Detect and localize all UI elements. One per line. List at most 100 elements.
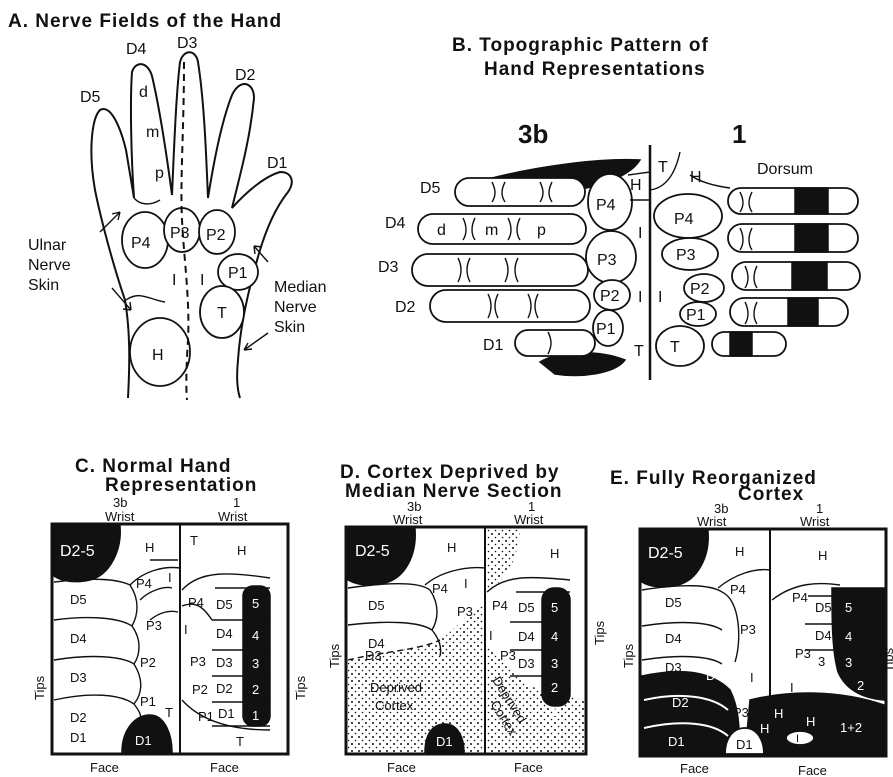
panel-e: E. Fully Reorganized Cortex 3b 1 Wrist W… [610,468,893,777]
e-label-h-b: H [774,706,783,721]
c-label-d1-3b: D1 [70,730,87,745]
label-d4-a: D4 [126,41,147,58]
d-num-2: 2 [551,680,558,695]
d-deprived-left-2: Cortex [375,698,414,713]
e-label-d3: D3 [665,660,682,675]
c-num-3: 3 [252,656,259,671]
panel-c-wrist-3b: Wrist [105,509,135,524]
d-num-4: 4 [551,629,558,644]
e-face-3b: Face [680,761,709,776]
e-i-oval [786,731,814,745]
label-p4-a: P4 [131,235,151,252]
median-line-1: Median [274,279,326,296]
c-label-t-3b: T [165,705,173,720]
e-label-h-a: H [760,721,769,736]
finger-d5-1 [728,188,858,214]
e-label-d1-oval: D1 [736,737,753,752]
c-label-p3: P3 [146,618,162,633]
c-label-d3-1: D3 [216,655,233,670]
e-label-i-1: I [790,680,794,695]
c-label-i-top: I [168,570,172,585]
label-i-lower-3b: I [638,289,642,306]
label-d3-a: D3 [177,35,198,52]
d-label-d4-1: D4 [518,629,535,644]
d-label-p4-1: P4 [492,598,508,613]
panel-b-title-line-2: Hand Representations [484,59,706,80]
label-d-segment-b: d [437,222,446,239]
e-tips-right: Tips [881,647,893,672]
dorsum-d4-1 [795,224,828,252]
label-d1-a: D1 [267,155,288,172]
c-label-p2: P2 [140,655,156,670]
dorsum-d2-1 [788,298,818,326]
label-p3-3b: P3 [597,252,617,269]
dorsum-d1-1 [730,332,752,356]
e-num-2: 2 [857,678,864,693]
c-label-d5-1: D5 [216,597,233,612]
finger-d4-1 [728,224,858,252]
ulnar-line-2: Nerve [28,257,71,274]
c-label-d3: D3 [70,670,87,685]
panel-b-area-3b: 3b [518,119,548,149]
label-p1-1: P1 [686,307,706,324]
e-tips-left: Tips [621,643,636,668]
dorsum-d5-1 [795,188,828,214]
d-num-5: 5 [551,600,558,615]
e-num-4: 4 [845,629,852,644]
median-arrow-lower [244,333,268,350]
d-label-i-3b: I [464,576,468,591]
c-label-d2-5: D2-5 [60,543,95,560]
label-i-3b: I [638,225,642,242]
c-num-1: 1 [252,708,259,723]
median-line-2: Nerve [274,299,317,316]
e-num-3-white: 3 [818,654,825,669]
panel-e-wrist-1: Wrist [800,514,830,529]
label-d2-b: D2 [395,299,416,316]
d-label-h-1: H [550,546,559,561]
label-d-segment-a: d [139,84,148,101]
d-label-i-1: I [489,628,493,643]
panel-c-area-3b: 3b [113,495,127,510]
dorsum-d3-1 [792,262,827,290]
palm-crease [126,296,165,302]
panel-e-wrist-3b: Wrist [697,514,727,529]
d-num-3: 3 [551,656,558,671]
panel-c-wrist-1: Wrist [218,509,248,524]
d-tips-left: Tips [327,643,342,668]
label-p2-3b: P2 [600,288,620,305]
e-label-d4: D4 [665,631,682,646]
panel-d-title-line-1: D. Cortex Deprived by [340,462,560,483]
panel-d-wrist-1: Wrist [514,512,544,527]
e-label-p3-3b: P3 [740,622,756,637]
label-t-3b: T [634,343,644,360]
d-label-p3-1: P3 [500,648,516,663]
label-d3-b: D3 [378,259,399,276]
e-label-h-3b: H [735,544,744,559]
label-p4-3b: P4 [596,197,616,214]
d-deprived-left-1: Deprived [370,680,422,695]
label-d5-a: D5 [80,89,101,106]
d-label-d2-5: D2-5 [355,543,390,560]
e-label-i-oval: I [796,733,799,745]
label-t-1: T [658,159,668,176]
e-label-p4-3b: P4 [730,582,746,597]
d-face-3b: Face [387,760,416,775]
pad-t-1 [656,326,704,366]
finger-d2-3b [430,290,590,322]
c-face-3b: Face [90,760,119,775]
label-p2-a: P2 [206,227,226,244]
d-label-d3-1: D3 [518,656,535,671]
label-d4-b: D4 [385,215,406,232]
panel-b-title-line-1: B. Topographic Pattern of [452,35,709,56]
label-t-a: T [217,305,227,322]
d-label-h-3b: H [447,540,456,555]
ulnar-line-1: Ulnar [28,237,67,254]
c-label-i-1: I [184,622,188,637]
c-face-1: Face [210,760,239,775]
c-label-d5: D5 [70,592,87,607]
panel-c-title-line-2: Representation [105,475,257,496]
e-label-d5: D5 [665,595,682,610]
e-num-5: 5 [845,600,852,615]
c-label-h-1: H [237,543,246,558]
